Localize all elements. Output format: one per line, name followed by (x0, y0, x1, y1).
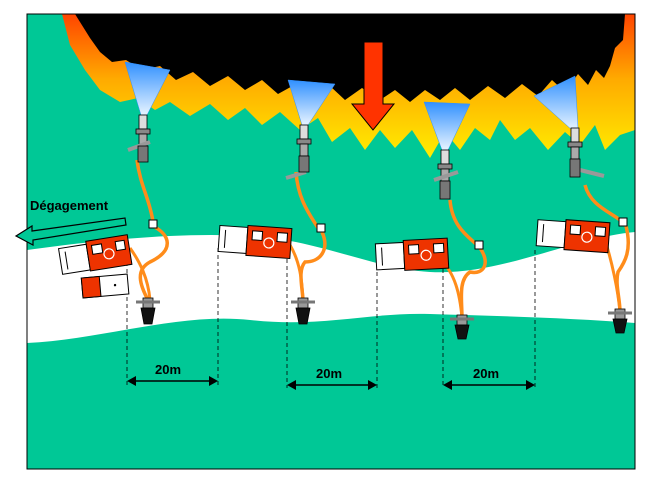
distance-marker-3: 20m (443, 366, 535, 390)
truck-icon (57, 234, 133, 275)
hydrant-icon (136, 297, 160, 325)
attack-direction-arrow (350, 41, 396, 131)
hydrant-icon (291, 297, 315, 325)
truck-icon (217, 224, 293, 260)
hose-junction (618, 217, 628, 227)
hose-junction (474, 240, 484, 250)
hose-junction (316, 223, 326, 233)
hose (288, 244, 305, 301)
truck-icon (535, 219, 611, 254)
exit-label: Dégagement (30, 198, 109, 213)
hydrant-icon (450, 314, 474, 340)
hose-junction (148, 219, 158, 229)
nozzle-icon (285, 124, 312, 180)
distance-marker-1: 20m (127, 362, 218, 386)
road (27, 232, 635, 343)
hose (583, 184, 622, 222)
car-icon (80, 273, 130, 299)
hydrant-icon (608, 308, 632, 334)
hose (138, 224, 169, 301)
distance-marker-2: 20m (287, 366, 377, 390)
fire-unit-2 (217, 79, 336, 325)
distance-label-2: 20m (316, 366, 342, 381)
hose (294, 171, 320, 229)
distance-label-1: 20m (155, 362, 181, 377)
nozzle-icon (433, 149, 459, 200)
fire-unit-3 (374, 101, 487, 340)
truck-icon (374, 237, 450, 271)
fire-unit-4 (533, 75, 632, 334)
hose (128, 247, 152, 301)
hose (459, 246, 487, 319)
exit-arrow: Dégagement (14, 198, 127, 246)
distance-guides (126, 248, 536, 388)
fire-unit-1 (57, 61, 171, 325)
hose (448, 199, 478, 246)
hose (135, 159, 155, 223)
nozzle-icon (127, 114, 151, 163)
smoke-zone (75, 14, 625, 102)
nozzle-icon (567, 127, 605, 178)
distance-label-3: 20m (473, 366, 499, 381)
